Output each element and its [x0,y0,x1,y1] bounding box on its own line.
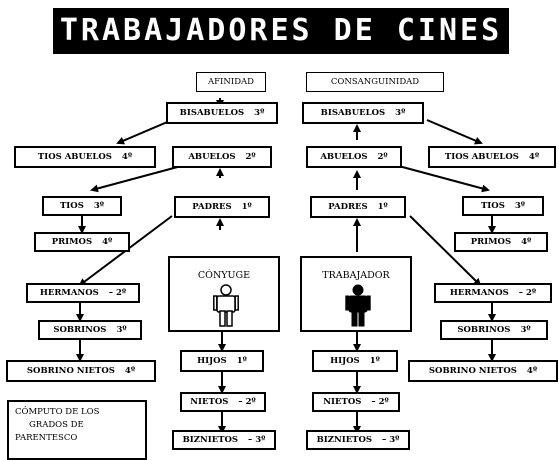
sobrinos-label: SOBRINOS [53,325,107,335]
conyuge-box: CÓNYUGE [168,256,280,332]
primos-grade: 4º [102,237,113,247]
tios-abuelos-label: TIOS ABUELOS [37,152,112,162]
padres-grade: 1º [377,202,388,212]
consanguinidad-hijos-box: HIJOS 1º [312,350,398,372]
biznietos-grade: – 3º [248,435,266,445]
tios-abuelos-grade: 4º [121,152,133,162]
tios-grade: 3º [514,201,526,211]
consanguinidad-biznietos-box: BIZNIETOS – 3º [306,430,410,450]
consanguinidad-abuelos-box: ABUELOS 2º [306,146,402,168]
consanguinidad-tios-box: TIOS 3º [462,196,544,216]
afinidad-nietos-box: NIETOS – 2º [180,392,266,412]
consanguinidad-hermanos-box: HERMANOS – 2º [434,283,552,303]
consanguinidad-primos-box: PRIMOS 4º [454,232,548,252]
consanguinidad-sobrino-nietos-box: SOBRINO NIETOS 4º [408,360,558,382]
page-title: TRABAJADORES DE CINES [53,8,509,54]
tios-abuelos-grade: 4º [528,152,540,162]
biznietos-label: BIZNIETOS [182,435,239,445]
sobrino-nietos-label: SOBRINO NIETOS [26,366,115,376]
afinidad-hermanos-box: HERMANOS – 2º [26,283,140,303]
trabajador-label: TRABAJADOR [322,270,390,281]
trabajador-box: TRABAJADOR [300,256,412,332]
abuelos-label: ABUELOS [188,152,236,162]
sobrino-nietos-label: SOBRINO NIETOS [428,366,517,376]
person-filled-icon [345,284,371,327]
conyuge-label: CÓNYUGE [197,270,251,281]
nietos-grade: – 2º [371,397,389,407]
hijos-label: HIJOS [197,356,227,366]
hijos-label: HIJOS [330,356,360,366]
computo-line: CÓMPUTO DE LOS [15,407,100,417]
hermanos-label: HERMANOS [39,288,99,298]
tios-abuelos-label: TIOS ABUELOS [444,152,519,162]
person-outline-icon [213,284,239,327]
abuelos-grade: 2º [245,152,256,162]
consanguinidad-nietos-box: NIETOS – 2º [312,392,400,412]
consanguinidad-header: CONSANGUINIDAD [306,72,444,92]
primos-label: PRIMOS [470,237,512,247]
afinidad-tios-abuelos-box: TIOS ABUELOS 4º [14,146,156,168]
hijos-grade: 1º [369,356,380,366]
afinidad-abuelos-box: ABUELOS 2º [172,146,272,168]
primos-grade: 4º [521,237,532,247]
biznietos-grade: – 3º [382,435,400,445]
nietos-label: NIETOS [323,397,362,407]
sobrino-nietos-grade: 4º [124,366,136,376]
sobrinos-grade: 3º [116,325,127,335]
afinidad-hijos-box: HIJOS 1º [180,350,264,372]
abuelos-label: ABUELOS [320,152,368,162]
hijos-grade: 1º [236,356,247,366]
consanguinidad-bisabuelos-box: BISABUELOS 3º [302,102,424,124]
consanguinidad-tios-abuelos-box: TIOS ABUELOS 4º [428,146,556,168]
afinidad-sobrino-nietos-box: SOBRINO NIETOS 4º [6,360,156,382]
afinidad-tios-box: TIOS 3º [42,196,122,216]
bisabuelos-grade: 3º [395,108,406,118]
computo-line: GRADOS DE [29,420,84,430]
padres-label: PADRES [192,202,232,212]
hermanos-label: HERMANOS [449,288,509,298]
computo-box: CÓMPUTO DE LOS GRADOS DE PARENTESCO [7,400,147,460]
sobrinos-label: SOBRINOS [457,325,511,335]
afinidad-bisabuelos-box: BISABUELOS 3º [166,102,278,124]
biznietos-label: BIZNIETOS [316,435,373,445]
consanguinidad-sobrinos-box: SOBRINOS 3º [440,320,548,340]
bisabuelos-label: BISABUELOS [320,108,386,118]
hermanos-grade: – 2º [518,288,537,298]
afinidad-padres-box: PADRES 1º [174,196,270,218]
afinidad-biznietos-box: BIZNIETOS – 3º [172,430,276,450]
hermanos-grade: – 2º [108,288,127,298]
sobrino-nietos-grade: 4º [526,366,538,376]
nietos-grade: – 2º [238,397,256,407]
padres-label: PADRES [328,202,368,212]
bisabuelos-grade: 3º [254,108,265,118]
tios-label: TIOS [59,201,84,211]
nietos-label: NIETOS [190,397,229,407]
consanguinidad-padres-box: PADRES 1º [310,196,406,218]
abuelos-grade: 2º [377,152,388,162]
primos-label: PRIMOS [51,237,93,247]
afinidad-header: AFINIDAD [196,72,266,92]
sobrinos-grade: 3º [520,325,531,335]
computo-line: PARENTESCO [15,433,78,443]
afinidad-sobrinos-box: SOBRINOS 3º [38,320,142,340]
padres-grade: 1º [241,202,252,212]
bisabuelos-label: BISABUELOS [179,108,245,118]
afinidad-primos-box: PRIMOS 4º [34,232,130,252]
tios-grade: 3º [93,201,105,211]
tios-label: TIOS [480,201,505,211]
